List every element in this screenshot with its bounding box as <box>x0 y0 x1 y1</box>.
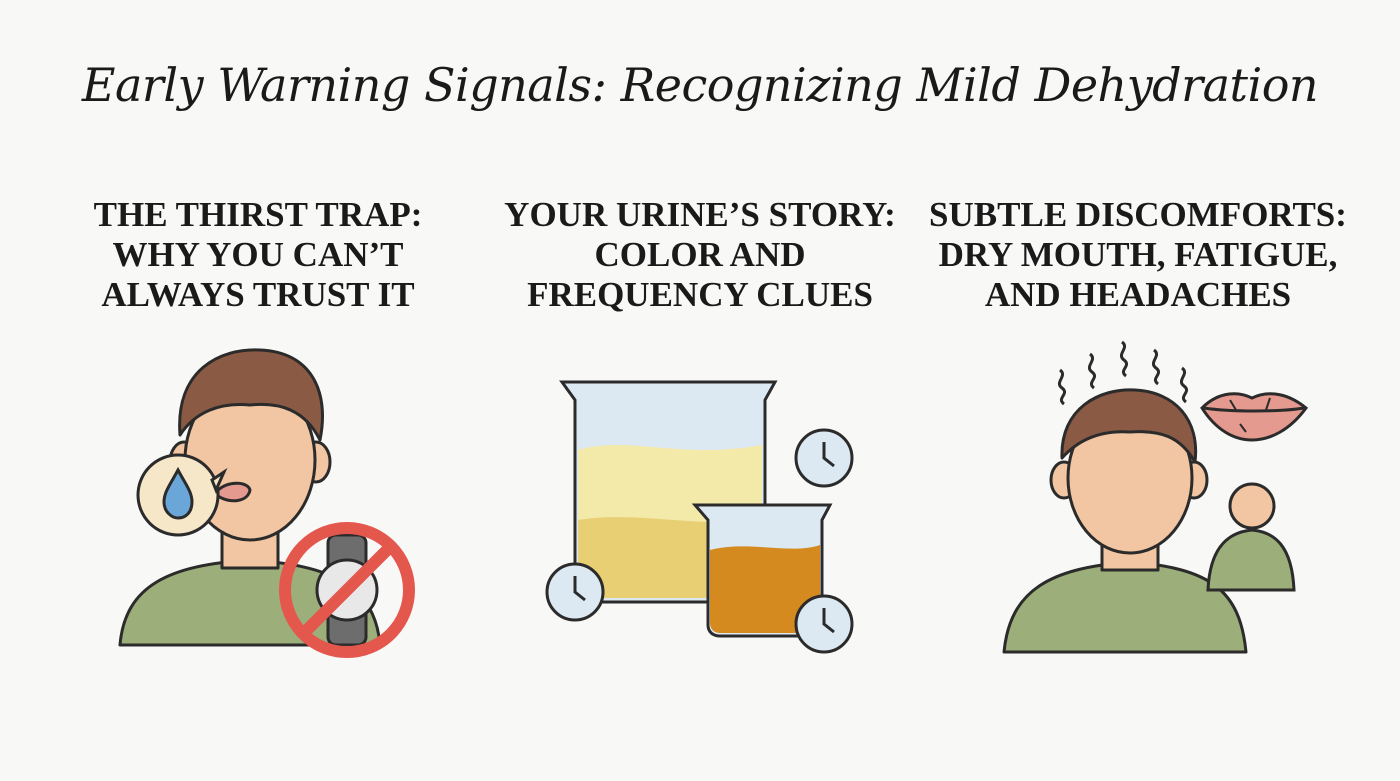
section-heading: YOUR URINE’S STORY: COLOR AND FREQUENCY … <box>490 195 910 315</box>
heading-line: FREQUENCY CLUES <box>527 275 873 314</box>
section-heading: THE THIRST TRAP: WHY YOU CAN’T ALWAYS TR… <box>48 195 468 315</box>
heading-line: ALWAYS TRUST IT <box>101 275 415 314</box>
heading-line: YOUR URINE’S STORY: <box>504 195 896 234</box>
thirst-illustration <box>100 340 430 670</box>
beaker-dark-urine-icon <box>691 503 833 638</box>
heading-line: THE THIRST TRAP: <box>93 195 423 234</box>
water-drop-bubble-icon <box>136 453 228 537</box>
heading-line: SUBTLE DISCOMFORTS: <box>929 195 1347 234</box>
dry-lips-icon <box>1200 392 1309 442</box>
tired-person-icon <box>1206 482 1296 592</box>
page-title: Early Warning Signals: Recognizing Mild … <box>81 58 1319 112</box>
section-urine-story: YOUR URINE’S STORY: COLOR AND FREQUENCY … <box>490 195 910 315</box>
no-watch-icon <box>279 522 415 658</box>
section-thirst-trap: THE THIRST TRAP: WHY YOU CAN’T ALWAYS TR… <box>48 195 468 315</box>
heading-line: AND HEADACHES <box>984 275 1292 314</box>
person-icon <box>118 348 382 647</box>
person-headache-icon <box>1002 340 1248 654</box>
heading-line: WHY YOU CAN’T <box>112 235 404 274</box>
heading-line: COLOR AND <box>594 235 806 274</box>
discomfort-illustration <box>990 340 1320 670</box>
section-subtle-discomforts: SUBTLE DISCOMFORTS: DRY MOUTH, FATIGUE, … <box>928 195 1348 315</box>
heading-line: DRY MOUTH, FATIGUE, <box>938 235 1338 274</box>
clock-icon <box>545 428 854 654</box>
section-heading: SUBTLE DISCOMFORTS: DRY MOUTH, FATIGUE, … <box>928 195 1348 315</box>
urine-illustration <box>540 340 870 670</box>
